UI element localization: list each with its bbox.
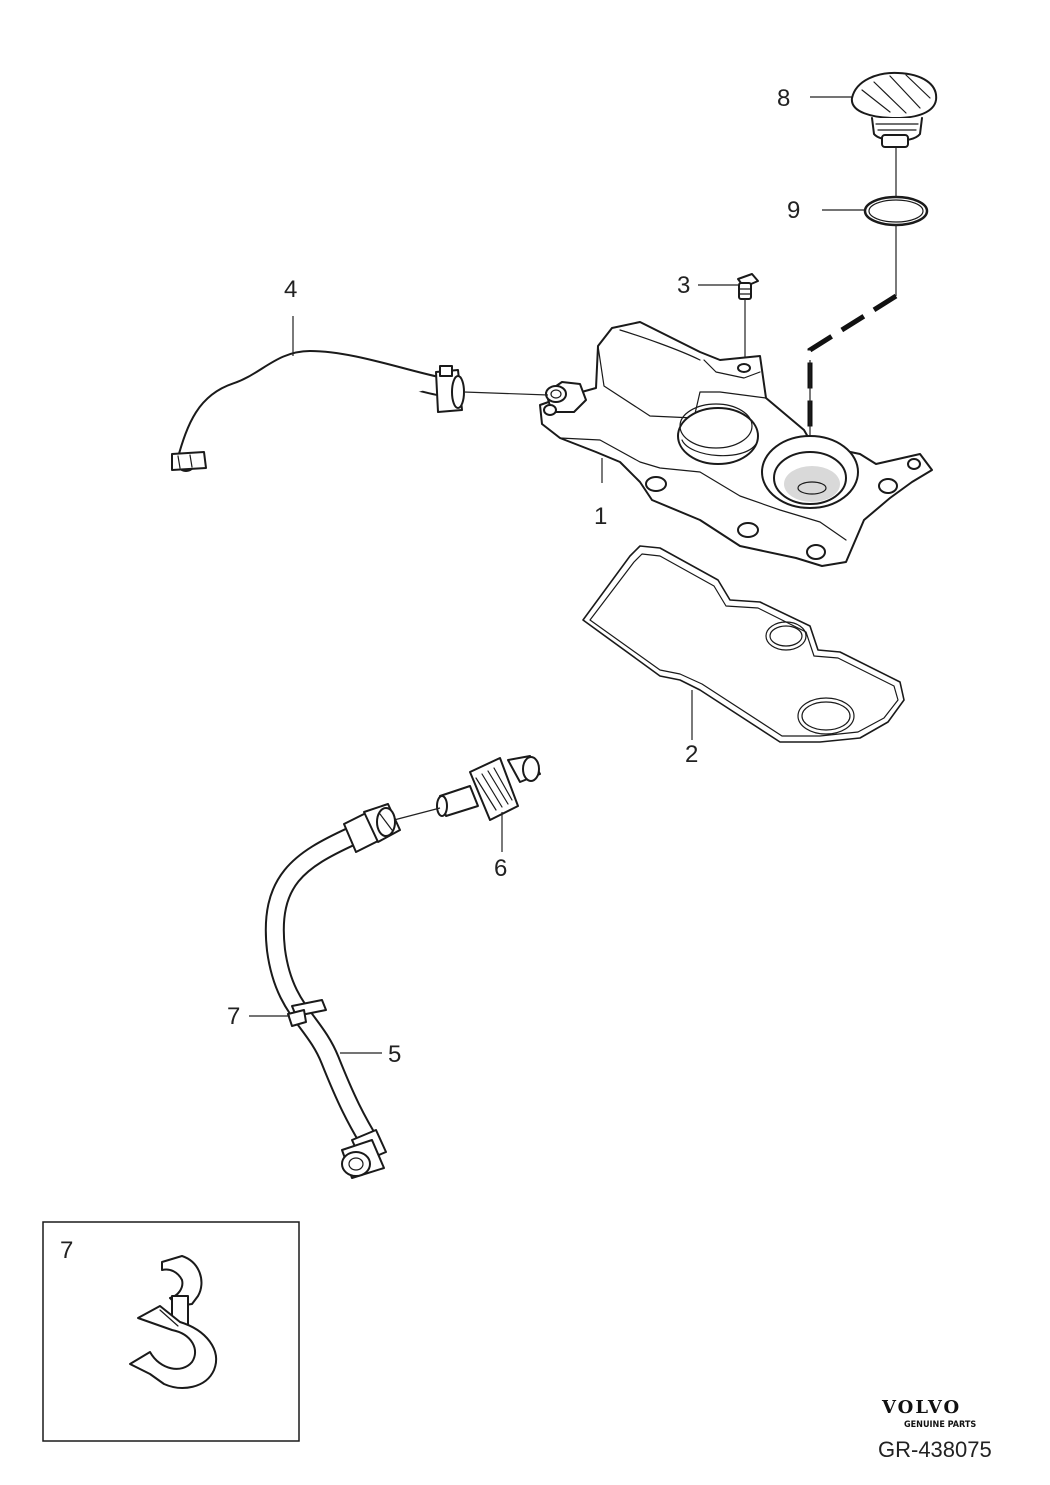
reference-number: GR-438075 xyxy=(878,1437,992,1462)
callout-3: 3 xyxy=(677,272,690,299)
brand-subtitle: GENUINE PARTS xyxy=(904,1420,976,1430)
valve-to-hose-line xyxy=(393,807,441,821)
callout-2: 2 xyxy=(685,741,698,768)
callout-5: 5 xyxy=(388,1041,401,1068)
callout-6: 6 xyxy=(494,855,507,882)
callout-9: 9 xyxy=(787,197,800,224)
hose-to-port-line xyxy=(463,391,549,396)
pcv-valve xyxy=(436,755,541,821)
detail-box-clip: 7 xyxy=(42,1221,300,1442)
clip-detail-drawing xyxy=(129,1255,217,1389)
oil-filler-cap xyxy=(850,71,938,148)
callout-4: 4 xyxy=(284,276,297,303)
o-ring xyxy=(863,195,929,227)
callout-1: 1 xyxy=(594,503,607,530)
ventilation-hose xyxy=(264,803,401,1179)
breather-hose xyxy=(171,350,465,472)
brand-name: VOLVO xyxy=(881,1397,961,1418)
gasket xyxy=(582,545,905,743)
callout-8: 8 xyxy=(777,85,790,112)
callout-7: 7 xyxy=(227,1003,240,1030)
detail-box-label: 7 xyxy=(60,1237,73,1264)
valve-cover xyxy=(539,321,933,567)
